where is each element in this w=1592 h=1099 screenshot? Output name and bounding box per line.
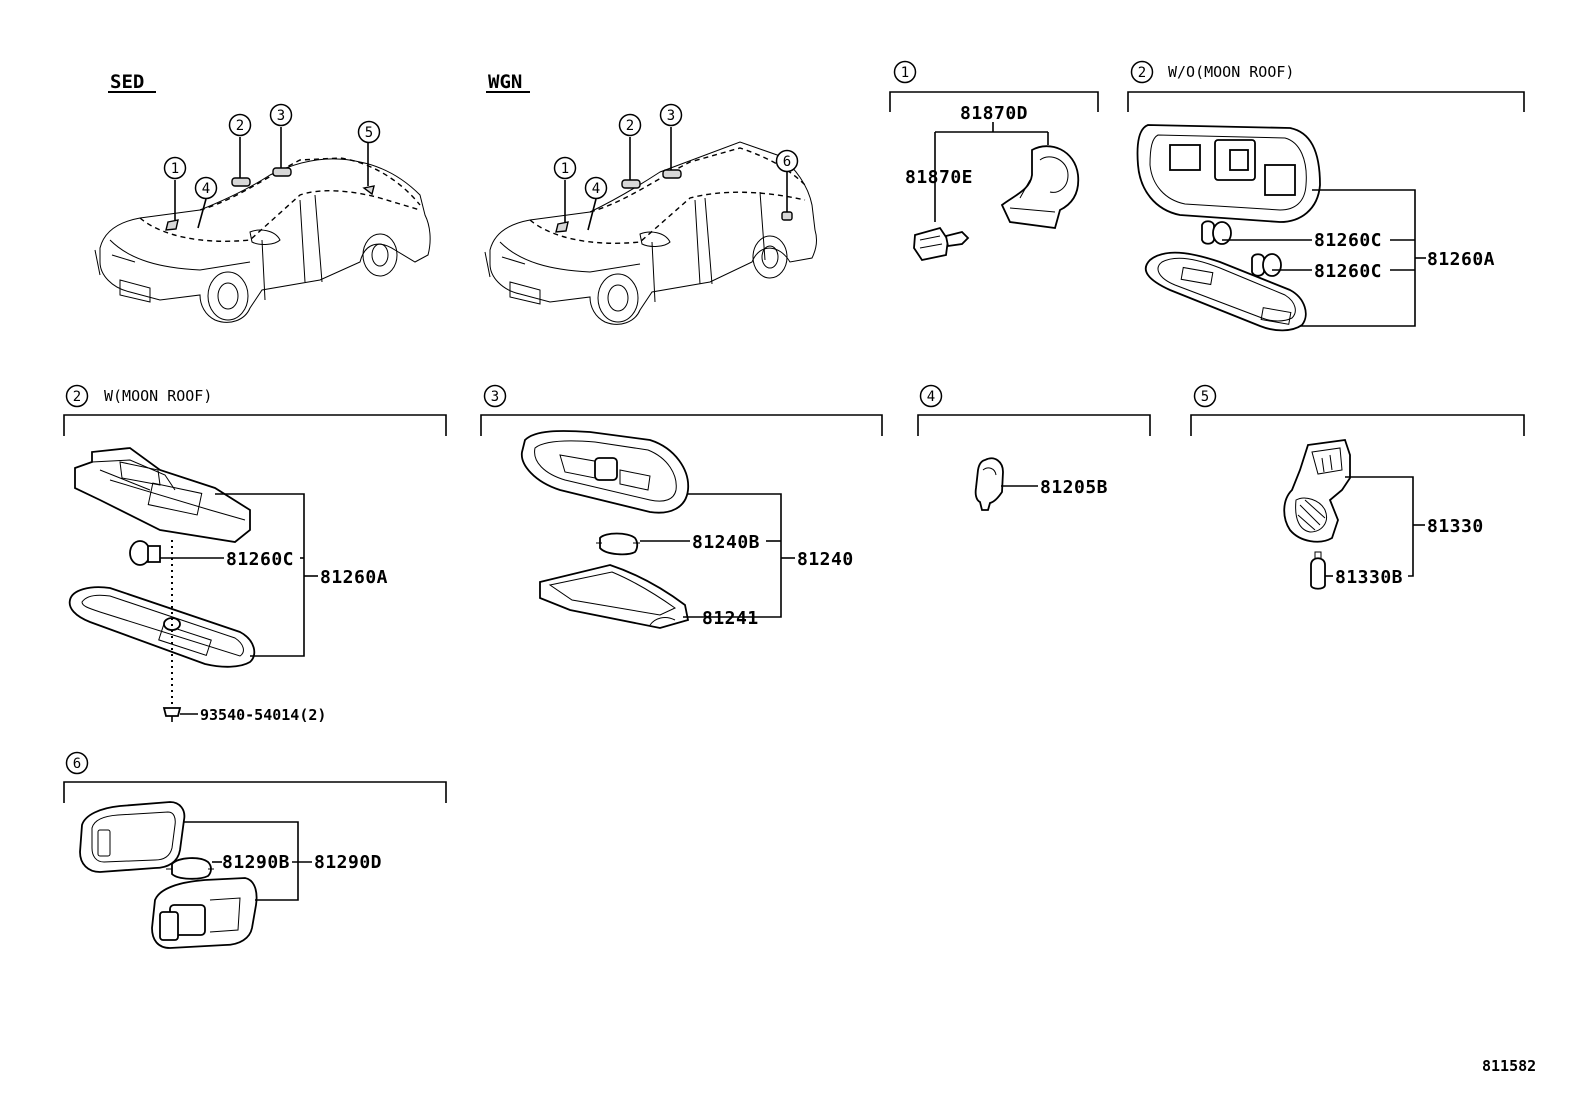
part-81330B: 81330B — [1335, 567, 1403, 588]
wgn-callout-4: 4 — [592, 181, 600, 197]
sed-callout-3: 3 — [277, 108, 285, 124]
section-1: 1 81870D 81870E — [889, 60, 1099, 262]
part-81330: 81330 — [1427, 516, 1484, 537]
sed-callout-2: 2 — [236, 118, 244, 134]
section-6-number: 6 — [73, 756, 81, 772]
part-81260C-a: 81260C — [1314, 230, 1382, 251]
part-81260A-a: 81260A — [1427, 249, 1495, 270]
section-2b-sublabel: W(MOON ROOF) — [104, 387, 212, 405]
section-3: 3 81240B 81240 81241 — [480, 384, 883, 629]
sed-callout-1: 1 — [171, 161, 179, 177]
section-4: 4 81205B — [917, 384, 1151, 511]
diagram-id: 811582 — [1482, 1057, 1536, 1075]
section-5-number: 5 — [1201, 389, 1209, 405]
sedan-header: SED — [110, 71, 144, 93]
part-81290D: 81290D — [314, 852, 382, 873]
part-81260C-c: 81260C — [226, 549, 294, 570]
wgn-callout-3: 3 — [667, 108, 675, 124]
sedan-illustration: SED 1 2 3 4 5 — [94, 71, 431, 323]
part-81260C-b: 81260C — [1314, 261, 1382, 282]
section-2b-number: 2 — [73, 389, 81, 405]
part-81290B: 81290B — [222, 852, 290, 873]
section-5: 5 81330 81330B — [1190, 384, 1525, 590]
wgn-callout-1: 1 — [561, 161, 569, 177]
part-93540-54014: 93540-54014(2) — [200, 706, 326, 724]
part-81241: 81241 — [702, 608, 759, 629]
wagon-header: WGN — [488, 71, 522, 93]
wgn-callout-2: 2 — [626, 118, 634, 134]
wagon-illustration: WGN 1 2 3 4 6 — [484, 71, 817, 325]
section-6: 6 81290B 81290D — [63, 751, 447, 949]
part-81240B: 81240B — [692, 532, 760, 553]
section-3-number: 3 — [491, 389, 499, 405]
part-81870E: 81870E — [905, 167, 973, 188]
section-4-number: 4 — [927, 389, 935, 405]
sed-callout-4: 4 — [202, 181, 210, 197]
part-81205B: 81205B — [1040, 477, 1108, 498]
section-2-with-moon-roof: 2 W(MOON ROOF) 93540-54014(2) 81260C 812… — [63, 384, 447, 724]
part-81240: 81240 — [797, 549, 854, 570]
section-2-without-moon-roof: 2 W/O(MOON ROOF) 81260C 81260C 81260A — [1127, 60, 1525, 332]
wgn-callout-6: 6 — [783, 154, 791, 170]
sed-callout-5: 5 — [365, 125, 373, 141]
section-1-number: 1 — [901, 65, 909, 81]
section-2a-number: 2 — [1138, 65, 1146, 81]
part-81260A-b: 81260A — [320, 567, 388, 588]
section-2a-sublabel: W/O(MOON ROOF) — [1168, 63, 1294, 81]
part-81870D: 81870D — [960, 103, 1028, 124]
